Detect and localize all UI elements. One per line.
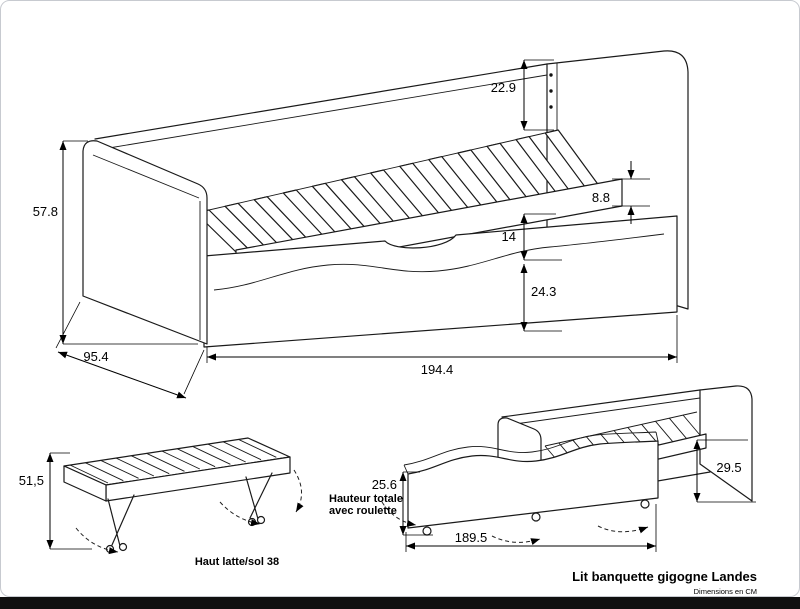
raised-frame-slats xyxy=(69,438,277,484)
caster-wheel xyxy=(256,515,266,525)
pulled-trundle xyxy=(407,440,659,529)
dim-trundle-front-height-label: 24.3 xyxy=(531,284,556,299)
dim-raised-height: 51,5 xyxy=(19,452,92,550)
trundle-height-note-line2: avec roulette xyxy=(329,505,397,517)
dim-trundle-front-height: 24.3 xyxy=(520,264,562,332)
fold-motion-arrows xyxy=(75,469,304,555)
dim-total-height: 57.8 xyxy=(33,140,198,345)
raised-frame-left xyxy=(63,465,107,502)
dim-backrest-height-label: 22.9 xyxy=(491,80,516,95)
dim-trundle-total-height-label: 25.6 xyxy=(372,477,397,492)
dim-trundle-length-label: 189.5 xyxy=(455,530,488,545)
dim-slat-rail-height: 8.8 xyxy=(592,161,650,224)
dim-trundle-total-height: 25.6 xyxy=(372,471,433,536)
title-block: Lit banquette gigogne Landes Dimensions … xyxy=(572,569,757,596)
trundle-wavy-edge xyxy=(213,233,665,291)
caster-wheel xyxy=(640,499,650,509)
bottom-bar xyxy=(0,597,800,609)
dim-slat-rail-height-label: 8.8 xyxy=(592,190,610,205)
caster-wheel xyxy=(422,526,432,536)
dim-length: 194.4 xyxy=(206,315,678,377)
caster-wheel xyxy=(118,542,128,552)
dim-trundle-length: 189.5 xyxy=(405,504,657,552)
product-title: Lit banquette gigogne Landes xyxy=(572,569,757,584)
small-backrest-top xyxy=(501,389,701,418)
small-headboard-panel xyxy=(699,385,753,502)
dim-raised-height-label: 51,5 xyxy=(19,473,44,488)
dim-depth-label: 95.4 xyxy=(83,349,108,364)
dim-slat-clearance: 14 xyxy=(502,213,562,261)
units-note: Dimensions en CM xyxy=(694,587,757,596)
dim-depth: 95.4 xyxy=(55,301,205,399)
small-backrest-inner xyxy=(507,397,701,426)
dim-base-height-label: 29.5 xyxy=(716,460,741,475)
dim-base-height: 29.5 xyxy=(693,439,756,503)
dim-slat-clearance-label: 14 xyxy=(502,229,516,244)
roll-motion-arrows xyxy=(381,501,649,545)
headboard-screw-holes xyxy=(549,73,553,109)
small-slat-attach xyxy=(544,411,698,447)
main-bed-view: 57.8 22.9 8.8 14 24.3 xyxy=(33,50,689,399)
trundle-front xyxy=(203,215,678,348)
raised-trundle-view: 51,5 Haut latte/sol 38 xyxy=(19,437,304,568)
open-trundle-view: 29.5 25.6 Hauteur totale avec roulette 1… xyxy=(329,385,756,552)
left-end-panel xyxy=(82,140,208,345)
backrest-inner-edge xyxy=(102,74,548,150)
dim-length-label: 194.4 xyxy=(421,362,454,377)
left-panel-inner-top xyxy=(92,154,200,199)
backrest-top-edge xyxy=(94,63,548,140)
slat-floor-note: Haut latte/sol 38 xyxy=(195,556,279,568)
dim-total-height-label: 57.8 xyxy=(33,204,58,219)
pulled-trundle-back-edge xyxy=(403,431,659,475)
caster-wheel xyxy=(531,512,541,522)
trundle-height-note-line1: Hauteur totale xyxy=(329,493,403,505)
dim-backrest-height: 22.9 xyxy=(491,59,554,131)
